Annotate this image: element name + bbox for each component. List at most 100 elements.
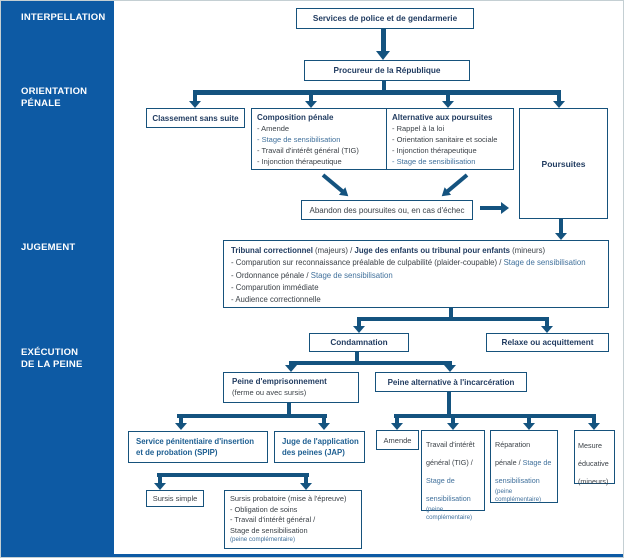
node-peine-alternative: Peine alternative à l'incarcération (375, 372, 527, 392)
stage-label-interpellation: INTERPELLATION (21, 12, 105, 24)
line-segment (193, 95, 197, 102)
node-sursis-probatoire: Sursis probatoire (mise à l'épreuve) - O… (224, 490, 362, 549)
majeurs-label: (majeurs) / (312, 246, 355, 255)
node-note: (peine complémentaire) (426, 506, 473, 521)
stage-label-execution-peine: EXÉCUTION DE LA PEINE (21, 347, 83, 370)
node-relaxe-acquittement: Relaxe ou acquittement (486, 333, 609, 352)
list-item: - Stage de sensibilisation (257, 135, 341, 144)
node-text: Réparation pénale / (495, 440, 531, 467)
line-segment (309, 95, 313, 102)
line-segment (592, 418, 596, 424)
arrowhead-down-icon (300, 483, 312, 490)
node-sursis-simple: Sursis simple (146, 490, 204, 507)
line-segment (451, 418, 455, 424)
arrowhead-down-icon (523, 423, 535, 430)
node-title: Peine d'emprisonnement (232, 377, 327, 386)
stage-label-line: PÉNALE (21, 97, 61, 109)
node-classement-sans-suite: Classement sans suite (146, 108, 245, 128)
arrowhead-right-icon (501, 202, 509, 214)
stage-label-line: DE LA PEINE (21, 358, 83, 370)
list-item: - Travail d'intérêt général (TIG) (257, 146, 359, 155)
line-segment (179, 418, 183, 424)
node-services-police-gendarmerie: Services de police et de gendarmerie (296, 8, 474, 29)
node-poursuites: Poursuites (519, 108, 608, 219)
arrowhead-down-icon (391, 423, 403, 430)
line-segment (193, 90, 561, 95)
line-segment (446, 95, 450, 102)
list-item: - Audience correctionnelle (231, 295, 321, 305)
node-spip: Service pénitentiaire d'insertion et de … (128, 431, 268, 463)
node-title: Composition pénale (257, 113, 334, 122)
line-segment (322, 418, 326, 424)
stage-sidebar: INTERPELLATION ORIENTATION PÉNALE JUGEME… (1, 1, 114, 554)
line-segment (395, 418, 399, 424)
list-item: - Amende (257, 124, 290, 133)
arrowhead-down-icon (175, 423, 187, 430)
arrowhead-down-icon (442, 101, 454, 108)
arrowhead-down-icon (353, 326, 365, 333)
arrowhead-down-icon (189, 101, 201, 108)
line-segment (447, 392, 451, 416)
arrowhead-down-icon (588, 423, 600, 430)
node-label: Relaxe ou acquittement (501, 338, 594, 347)
node-tig: Travail d'intérêt général (TIG) / Stage … (421, 430, 485, 521)
node-jap: Juge de l'application des peines (JAP) (274, 431, 365, 463)
list-item: - Injonction thérapeutique (392, 146, 477, 155)
node-mesure-educative: Mesure éducative (mineurs) (574, 430, 615, 486)
arrowhead-down-icon (285, 365, 297, 372)
line-segment (559, 219, 563, 234)
list-item: - Rappel à la loi (392, 124, 445, 133)
node-label: Services de police et de gendarmerie (312, 14, 458, 23)
node-label: Poursuites (541, 158, 586, 169)
node-label: Sursis simple (152, 494, 198, 503)
line-segment (449, 308, 453, 319)
arrowhead-down-icon (376, 51, 390, 60)
stage-sensibilisation-label: Stage de sensibilisation (503, 258, 586, 268)
arrowhead-down-icon (444, 365, 456, 372)
stage-label-jugement: JUGEMENT (21, 242, 75, 254)
arrowhead-down-icon (305, 101, 317, 108)
line-segment (304, 477, 308, 484)
stage-sensibilisation-label: Stage de sensibilisation (495, 458, 552, 485)
node-label: Peine alternative à l'incarcération (387, 377, 515, 387)
line-segment (177, 414, 327, 418)
node-abandon-poursuites: Abandon des poursuites ou, en cas d'éche… (301, 200, 473, 220)
stage-sensibilisation-label: Stage de sensibilisation (230, 525, 308, 535)
list-item: - Comparution immédiate (231, 282, 319, 292)
arrowhead-down-icon (318, 423, 330, 430)
line-segment (158, 477, 162, 484)
node-label: Condamnation (330, 338, 388, 347)
line-segment (557, 95, 561, 102)
node-peine-emprisonnement: Peine d'emprisonnement (ferme ou avec su… (223, 372, 359, 403)
arrowhead-down-icon (555, 233, 567, 240)
stage-label-line: ORIENTATION (21, 86, 88, 97)
node-label: Mesure éducative (mineurs) (578, 441, 609, 486)
list-item: - Orientation sanitaire et sociale (392, 135, 498, 144)
list-item: - Stage de sensibilisation (392, 157, 476, 166)
node-label: Amende (383, 435, 412, 445)
line-segment (394, 414, 596, 418)
tribunal-correctionnel-label: Tribunal correctionnel (231, 246, 313, 255)
stage-label-line: INTERPELLATION (21, 12, 106, 23)
list-item: - Injonction thérapeutique (257, 157, 342, 166)
node-text: Travail d'intérêt général (TIG) / (426, 440, 475, 467)
node-procureur-republique: Procureur de la République (304, 60, 470, 81)
list-item: - Travail d'intérêt général / (230, 515, 316, 525)
node-title-line: Tribunal correctionnel (majeurs) / Juge … (231, 245, 601, 257)
line-segment (355, 352, 359, 363)
line-segment (527, 418, 531, 424)
node-composition-penale: Composition pénale - Amende - Stage de s… (251, 108, 389, 170)
juge-des-enfants-label: Juge des enfants ou tribunal pour enfant… (354, 246, 511, 255)
line-segment (480, 206, 502, 210)
arrowhead-down-icon (154, 483, 166, 490)
line-segment (287, 403, 291, 416)
arrow-composition-to-abandon (321, 173, 345, 194)
node-alternative-aux-poursuites: Alternative aux poursuites - Rappel à la… (386, 108, 514, 170)
node-label: Procureur de la République (333, 66, 441, 75)
node-label: Abandon des poursuites ou, en cas d'éche… (309, 205, 465, 215)
node-condamnation: Condamnation (309, 333, 409, 352)
node-label: Service pénitentiaire d'insertion et de … (136, 437, 254, 457)
line-segment (289, 361, 452, 365)
line-segment (381, 29, 386, 52)
